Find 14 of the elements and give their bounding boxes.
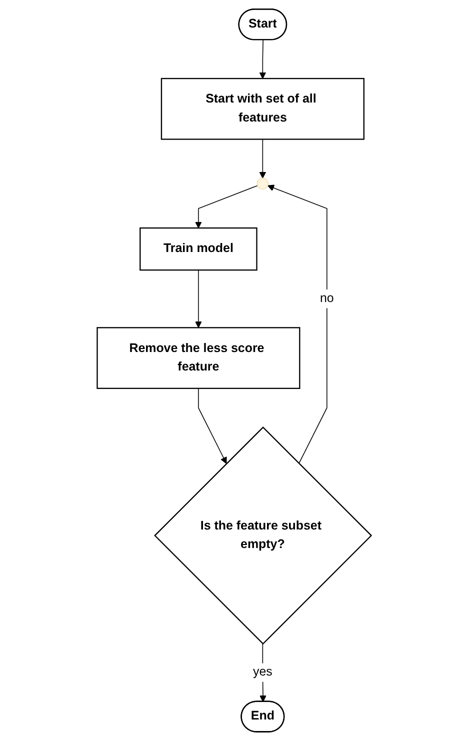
arrow xyxy=(267,184,328,464)
edge-label: no xyxy=(320,292,334,306)
arrow xyxy=(258,40,266,79)
node-diamond: Is the feature subset empty? xyxy=(154,426,372,645)
arrow xyxy=(194,270,202,328)
arrow xyxy=(259,643,266,702)
arrow xyxy=(198,388,226,464)
arrow xyxy=(258,138,266,178)
edge-label: yes xyxy=(252,666,272,679)
node-box: Remove the less score feature xyxy=(96,327,300,389)
node-box: Train model xyxy=(139,227,258,271)
arrow xyxy=(194,185,258,228)
node-circle xyxy=(256,178,268,190)
node-box: Start with set of all features xyxy=(160,78,364,140)
